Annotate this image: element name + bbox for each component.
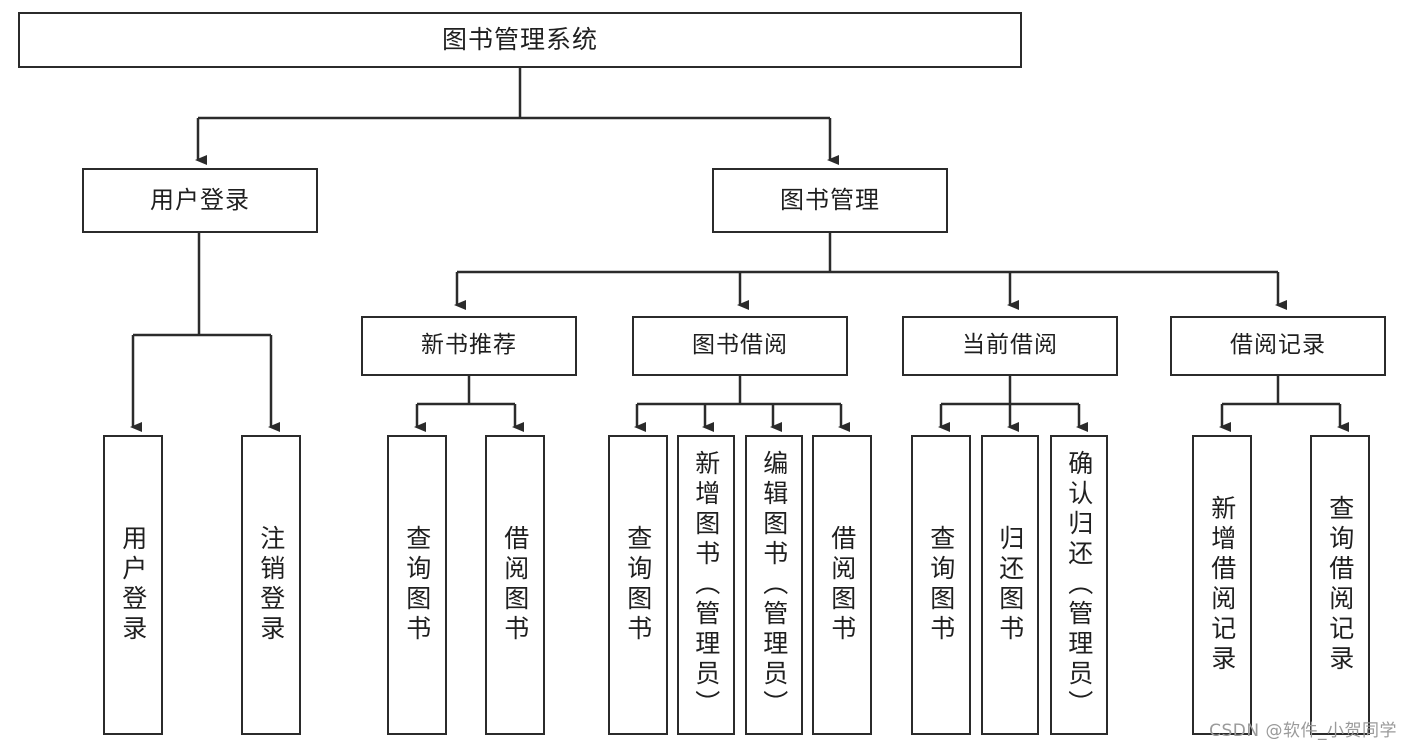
node-current-borrow[interactable]: 当前借阅 bbox=[902, 316, 1118, 376]
node-leaf-confirm-return[interactable]: 确认归还（管理员） bbox=[1050, 435, 1108, 735]
node-leaf-return-book-label: 归还图书 bbox=[995, 525, 1025, 645]
node-leaf-borrow-book-1-label: 借阅图书 bbox=[500, 525, 530, 645]
node-book-borrow[interactable]: 图书借阅 bbox=[632, 316, 848, 376]
node-user-login[interactable]: 用户登录 bbox=[82, 168, 318, 233]
node-leaf-user-login[interactable]: 用户登录 bbox=[103, 435, 163, 735]
node-leaf-query-book-1-label: 查询图书 bbox=[402, 525, 432, 645]
node-leaf-query-record-label: 查询借阅记录 bbox=[1325, 495, 1355, 675]
node-borrow-record[interactable]: 借阅记录 bbox=[1170, 316, 1386, 376]
node-leaf-query-book-1[interactable]: 查询图书 bbox=[387, 435, 447, 735]
node-leaf-add-book[interactable]: 新增图书（管理员） bbox=[677, 435, 735, 735]
node-leaf-edit-book[interactable]: 编辑图书（管理员） bbox=[745, 435, 803, 735]
node-leaf-user-login-label: 用户登录 bbox=[118, 525, 148, 645]
node-leaf-borrow-book-1[interactable]: 借阅图书 bbox=[485, 435, 545, 735]
node-new-book-recommend-label: 新书推荐 bbox=[421, 332, 517, 359]
node-leaf-confirm-return-label: 确认归还（管理员） bbox=[1064, 450, 1094, 720]
node-leaf-add-book-label: 新增图书（管理员） bbox=[691, 450, 721, 720]
node-root[interactable]: 图书管理系统 bbox=[18, 12, 1022, 68]
node-leaf-query-book-3[interactable]: 查询图书 bbox=[911, 435, 971, 735]
node-current-borrow-label: 当前借阅 bbox=[962, 332, 1058, 359]
node-new-book-recommend[interactable]: 新书推荐 bbox=[361, 316, 577, 376]
node-leaf-borrow-book-2-label: 借阅图书 bbox=[827, 525, 857, 645]
node-book-borrow-label: 图书借阅 bbox=[692, 332, 788, 359]
node-user-login-label: 用户登录 bbox=[150, 186, 250, 215]
node-leaf-borrow-book-2[interactable]: 借阅图书 bbox=[812, 435, 872, 735]
node-leaf-edit-book-label: 编辑图书（管理员） bbox=[759, 450, 789, 720]
node-leaf-logout[interactable]: 注销登录 bbox=[241, 435, 301, 735]
node-leaf-query-book-3-label: 查询图书 bbox=[926, 525, 956, 645]
node-leaf-query-book-2-label: 查询图书 bbox=[623, 525, 653, 645]
node-borrow-record-label: 借阅记录 bbox=[1230, 332, 1326, 359]
node-root-label: 图书管理系统 bbox=[441, 25, 598, 55]
node-book-manage[interactable]: 图书管理 bbox=[712, 168, 948, 233]
node-leaf-logout-label: 注销登录 bbox=[256, 525, 286, 645]
node-leaf-query-record[interactable]: 查询借阅记录 bbox=[1310, 435, 1370, 735]
csdn-watermark: CSDN @软件_小贺同学 bbox=[1209, 721, 1397, 741]
node-leaf-query-book-2[interactable]: 查询图书 bbox=[608, 435, 668, 735]
node-leaf-add-record[interactable]: 新增借阅记录 bbox=[1192, 435, 1252, 735]
node-leaf-add-record-label: 新增借阅记录 bbox=[1207, 495, 1237, 675]
node-leaf-return-book[interactable]: 归还图书 bbox=[981, 435, 1039, 735]
node-book-manage-label: 图书管理 bbox=[780, 186, 880, 215]
